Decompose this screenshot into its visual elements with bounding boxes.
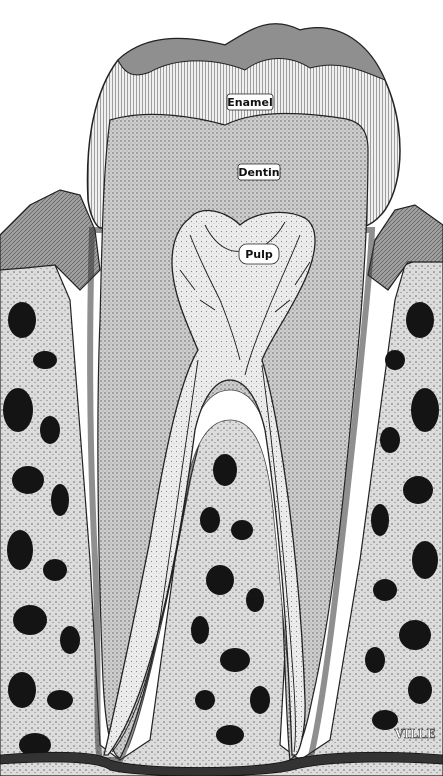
- label-dentin: Dentin: [238, 164, 280, 180]
- label-pulp-text: Pulp: [245, 248, 273, 261]
- corner-signature: VILLE: [394, 727, 436, 741]
- label-pulp: Pulp: [239, 244, 279, 264]
- label-enamel: Enamel: [227, 94, 273, 110]
- label-dentin-text: Dentin: [238, 166, 279, 179]
- label-enamel-text: Enamel: [227, 96, 272, 109]
